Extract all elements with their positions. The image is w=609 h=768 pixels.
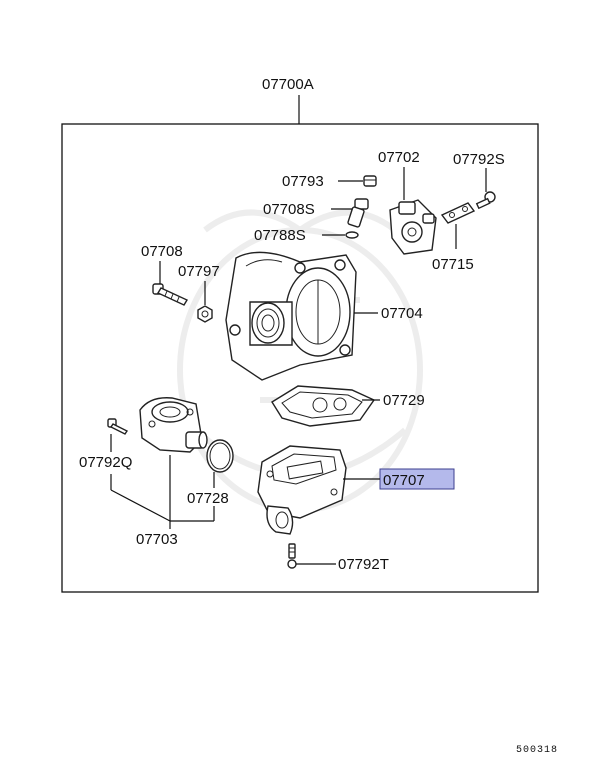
label-07788S[interactable]: 07788S — [254, 227, 306, 244]
label-07708S[interactable]: 07708S — [263, 201, 315, 218]
part-07715-bracket[interactable] — [440, 202, 476, 224]
part-07728-oring[interactable] — [206, 439, 234, 473]
part-07704-throttle-body[interactable] — [225, 251, 357, 381]
label-07729[interactable]: 07729 — [383, 392, 425, 409]
label-07707[interactable]: 07707 — [383, 472, 425, 489]
part-07702-sensor[interactable] — [389, 199, 437, 255]
part-07792Q-screw[interactable] — [107, 418, 129, 435]
part-07708-bolt[interactable] — [152, 283, 189, 306]
assembly-frame — [61, 123, 539, 593]
part-07703-isc-valve[interactable] — [139, 397, 208, 453]
label-07797[interactable]: 07797 — [178, 263, 220, 280]
label-07703[interactable]: 07703 — [136, 531, 178, 548]
label-07702[interactable]: 07702 — [378, 149, 420, 166]
part-07792S-screw[interactable] — [475, 191, 496, 210]
label-07708[interactable]: 07708 — [141, 243, 183, 260]
label-07792Q[interactable]: 07792Q — [79, 454, 132, 471]
part-07788S-oring[interactable] — [345, 231, 359, 239]
label-07715[interactable]: 07715 — [432, 256, 474, 273]
leader-07703-bracket — [110, 455, 215, 529]
part-07797-nut[interactable] — [197, 305, 213, 323]
part-07707-adapter[interactable] — [257, 445, 347, 535]
part-07792T-screw[interactable] — [287, 543, 297, 569]
part-07793-plug[interactable] — [363, 175, 377, 187]
part-07729-gasket[interactable] — [271, 385, 376, 427]
part-07708S-screw[interactable] — [347, 198, 369, 228]
assembly-label[interactable]: 07700A — [262, 76, 314, 93]
label-07704[interactable]: 07704 — [381, 305, 423, 322]
label-07728[interactable]: 07728 — [187, 490, 229, 507]
label-07792S[interactable]: 07792S — [453, 151, 505, 168]
label-07792T[interactable]: 07792T — [338, 556, 389, 573]
label-07793[interactable]: 07793 — [282, 173, 324, 190]
diagram-code: 500318 — [516, 745, 558, 756]
